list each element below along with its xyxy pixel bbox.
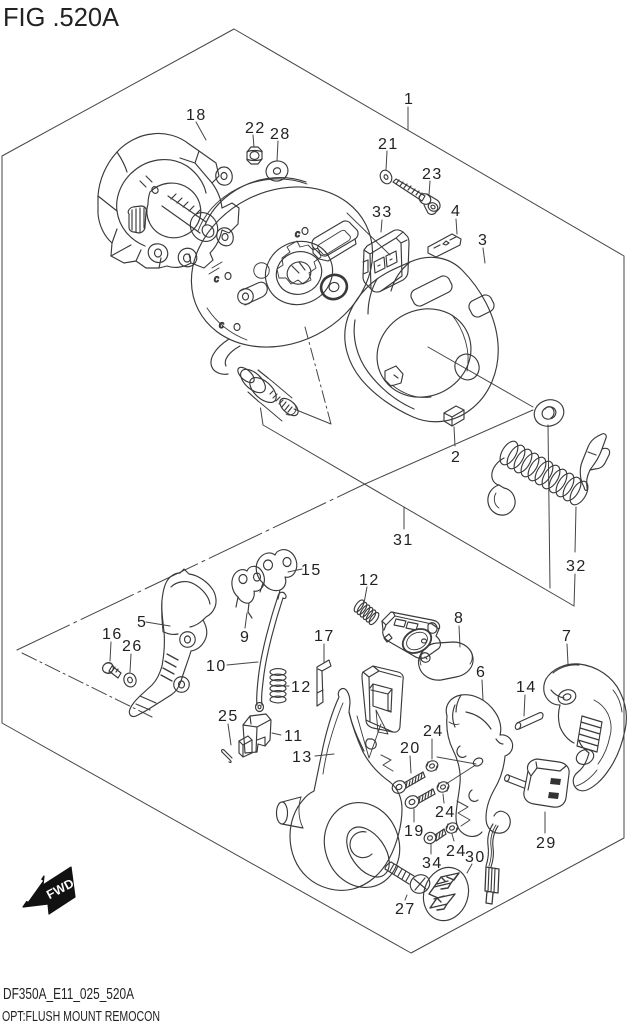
svg-text:2: 2	[451, 449, 461, 466]
svg-text:16: 16	[102, 626, 123, 643]
svg-text:19: 19	[404, 823, 425, 840]
svg-text:OPT:FLUSH MOUNT REMOCON: OPT:FLUSH MOUNT REMOCON	[2, 1008, 160, 1024]
svg-text:8: 8	[454, 610, 464, 627]
svg-text:c: c	[295, 229, 300, 240]
svg-text:6: 6	[476, 664, 486, 681]
svg-text:33: 33	[372, 204, 393, 221]
svg-text:29: 29	[536, 835, 557, 852]
svg-text:9: 9	[240, 629, 250, 646]
svg-text:14: 14	[516, 679, 537, 696]
svg-text:c: c	[214, 274, 219, 285]
svg-text:26: 26	[122, 638, 143, 655]
svg-text:22: 22	[245, 120, 266, 137]
svg-text:1: 1	[404, 91, 414, 108]
svg-text:FIG .520A: FIG .520A	[3, 2, 120, 32]
svg-text:32: 32	[566, 558, 587, 575]
svg-text:24: 24	[423, 723, 444, 740]
svg-text:DF350A_E11_025_520A: DF350A_E11_025_520A	[3, 986, 135, 1003]
svg-text:28: 28	[270, 126, 291, 143]
svg-text:30: 30	[465, 849, 486, 866]
svg-text:24: 24	[435, 804, 456, 821]
svg-text:17: 17	[314, 628, 335, 645]
svg-text:25: 25	[218, 708, 239, 725]
svg-text:10: 10	[206, 658, 227, 675]
svg-text:24: 24	[446, 843, 467, 860]
svg-text:5: 5	[137, 614, 147, 631]
svg-text:11: 11	[284, 728, 304, 745]
svg-text:3: 3	[478, 232, 488, 249]
svg-text:31: 31	[393, 532, 414, 549]
svg-text:12: 12	[291, 679, 312, 696]
svg-text:27: 27	[395, 901, 416, 918]
svg-text:7: 7	[562, 628, 572, 645]
svg-text:4: 4	[451, 203, 461, 220]
svg-text:c: c	[219, 320, 224, 331]
svg-text:12: 12	[359, 572, 380, 589]
svg-text:15: 15	[301, 562, 322, 579]
svg-text:21: 21	[378, 136, 399, 153]
svg-text:13: 13	[292, 749, 313, 766]
svg-text:23: 23	[422, 166, 443, 183]
svg-text:20: 20	[400, 740, 421, 757]
svg-text:34: 34	[422, 855, 443, 872]
svg-text:18: 18	[186, 107, 207, 124]
